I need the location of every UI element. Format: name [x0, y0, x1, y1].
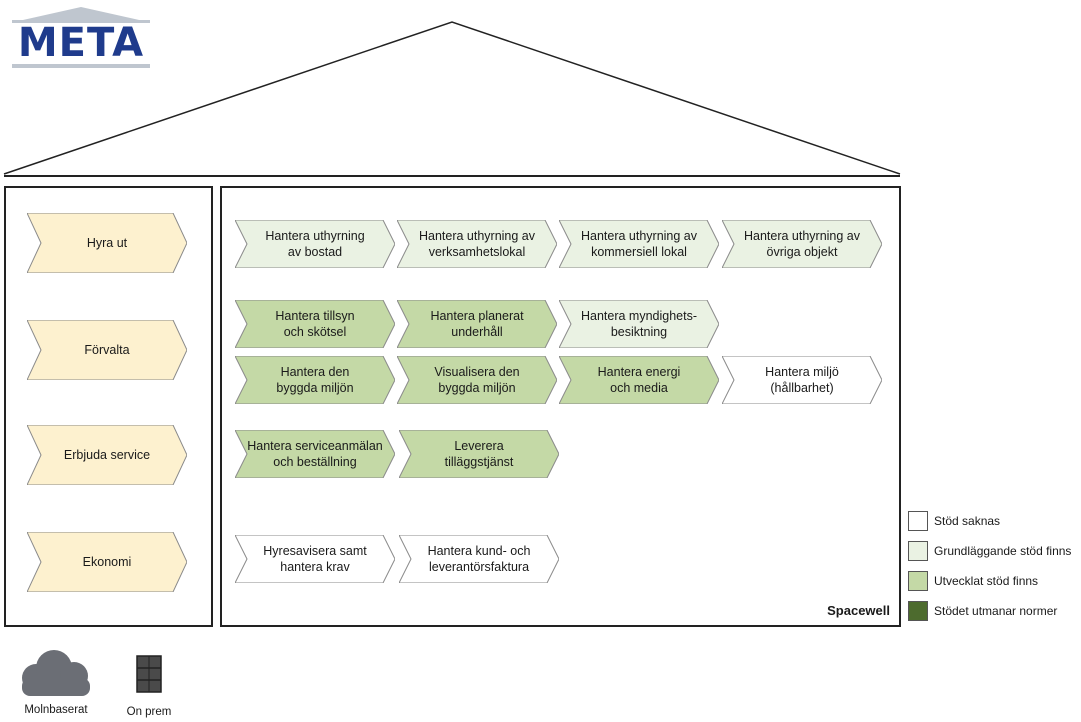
left-item-forvalta: Förvalta — [27, 320, 187, 380]
process-miljo-hallbarhet: Hantera miljö (hållbarhet) — [722, 356, 882, 404]
process-uthyrning-verksamhetslokal: Hantera uthyrning av verksamhetslokal — [397, 220, 557, 268]
cloud-label: Molnbaserat — [24, 704, 88, 716]
process-hyresavisera: Hyresavisera samt hantera krav — [235, 535, 395, 583]
process-uthyrning-ovriga-objekt: Hantera uthyrning av övriga objekt — [722, 220, 882, 268]
legend-item-grund: Grundläggande stöd finns — [908, 540, 1071, 562]
process-tillaggstjanst: Leverera tilläggstjänst — [399, 430, 559, 478]
process-byggda-miljon: Hantera den byggda miljön — [235, 356, 395, 404]
legend-item-utvecklat: Utvecklat stöd finns — [908, 570, 1038, 592]
logo-text: META — [17, 20, 145, 66]
legend-swatch — [908, 541, 928, 561]
process-tillsyn-skotsel: Hantera tillsyn och skötsel — [235, 300, 395, 348]
process-visualisera-byggda-miljon: Visualisera den byggda miljön — [397, 356, 557, 404]
process-uthyrning-kommersiell-lokal: Hantera uthyrning av kommersiell lokal — [559, 220, 719, 268]
legend-item-saknas: Stöd saknas — [908, 510, 1000, 532]
process-kund-leverantorsfaktura: Hantera kund- och leverantörsfaktura — [399, 535, 559, 583]
process-myndighetsbesiktning: Hantera myndighets- besiktning — [559, 300, 719, 348]
legend-swatch — [908, 571, 928, 591]
left-item-hyra-ut: Hyra ut — [27, 213, 187, 273]
process-uthyrning-bostad: Hantera uthyrning av bostad — [235, 220, 395, 268]
meta-logo: META — [10, 4, 152, 70]
cloud-icon — [14, 646, 98, 698]
process-planerat-underhall: Hantera planerat underhåll — [397, 300, 557, 348]
legend-swatch — [908, 511, 928, 531]
legend-item-utmanar: Stödet utmanar normer — [908, 600, 1057, 622]
left-item-erbjuda-service: Erbjuda service — [27, 425, 187, 485]
process-energi-media: Hantera energi och media — [559, 356, 719, 404]
process-serviceanmalan: Hantera serviceanmälan och beställning — [235, 430, 395, 478]
server-icon — [136, 655, 162, 693]
logo-roof-icon — [12, 7, 150, 68]
vendor-label: Spacewell — [827, 603, 890, 618]
legend-swatch — [908, 601, 928, 621]
onprem-label: On prem — [126, 706, 172, 718]
left-item-ekonomi: Ekonomi — [27, 532, 187, 592]
